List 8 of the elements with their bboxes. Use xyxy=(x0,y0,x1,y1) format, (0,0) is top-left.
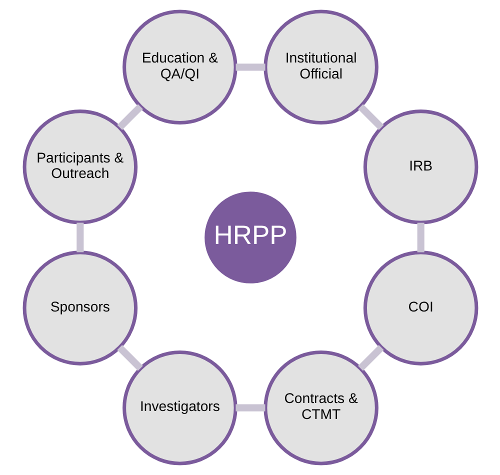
node-circle: Investigators xyxy=(122,350,237,466)
node-circle: Institutional Official xyxy=(263,10,378,125)
node-circle: IRB xyxy=(362,110,478,224)
node-circle: COI xyxy=(362,250,478,366)
node-circle: Contracts & CTMT xyxy=(263,350,378,466)
node-circle: Participants & Outreach xyxy=(22,110,138,224)
node-circle: Sponsors xyxy=(22,250,138,366)
node-circle: Education & QA/QI xyxy=(122,10,237,125)
